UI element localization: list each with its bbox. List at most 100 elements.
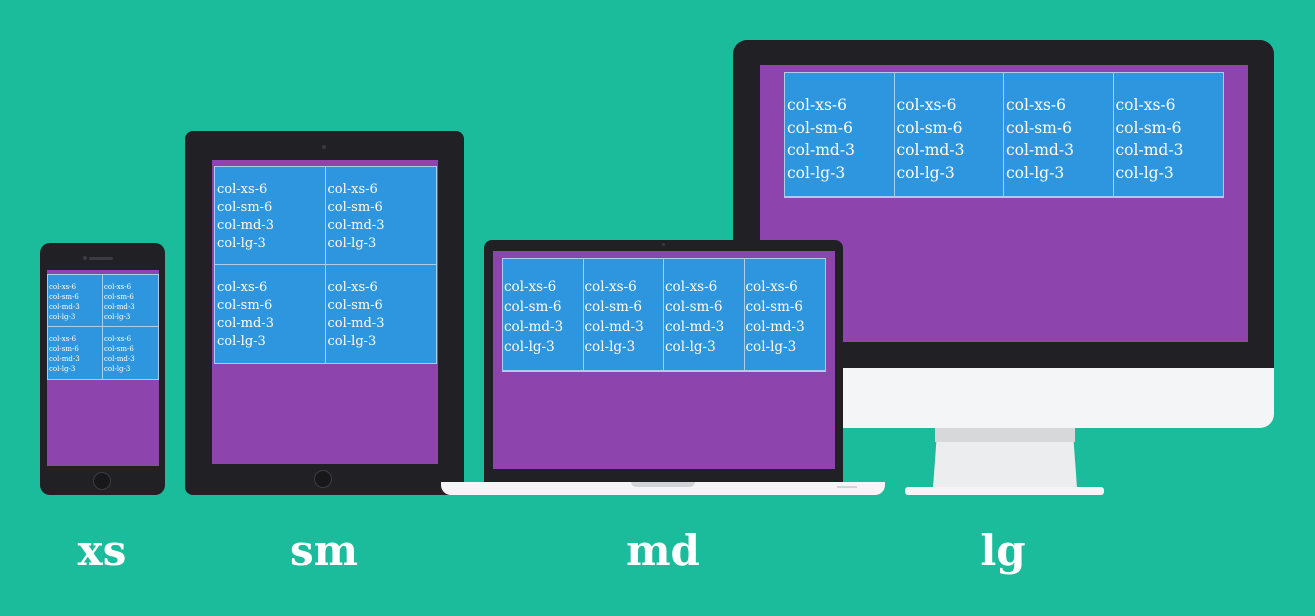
column-class-label: col-xs-6 [787,96,848,114]
column-class-label: col-lg-3 [1115,163,1174,182]
column-class-label: col-xs-6 [584,279,637,295]
grid-column: col-xs-6 col-sm-6 col-md-3 col-lg-3 [48,275,103,327]
grid-column: col-xs-6 col-sm-6 col-md-3 col-lg-3 [325,265,436,363]
column-class-label: col-md-3 [49,303,80,311]
column-class-label: col-sm-6 [327,298,383,313]
column-class-label: col-sm-6 [504,299,562,315]
column-class-label: col-xs-6 [49,283,77,291]
column-class-label: col-lg-3 [327,236,377,251]
column-class-label: col-md-3 [504,319,564,335]
breakpoint-label-sm: sm [289,526,359,575]
column-class-label: col-lg-3 [745,339,797,355]
column-class-label: col-lg-3 [665,339,716,355]
column-class-label: col-lg-3 [104,365,131,373]
column-class-label: col-xs-6 [327,182,378,197]
column-class-label: col-md-3 [787,141,855,159]
column-class-label: col-md-3 [1115,141,1184,159]
column-class-label: col-md-3 [217,316,274,331]
column-class-label: col-xs-6 [49,335,77,343]
column-class-label: col-sm-6 [665,299,723,315]
column-class-label: col-sm-6 [327,200,383,215]
column-class-label: col-lg-3 [504,339,555,355]
column-class-label: col-sm-6 [584,299,642,315]
column-class-label: col-sm-6 [896,118,963,137]
grid-column: col-xs-6 col-sm-6 col-md-3 col-lg-3 [215,167,326,265]
grid-column: col-xs-6 col-sm-6 col-md-3 col-lg-3 [785,73,895,197]
column-class-label: col-xs-6 [217,182,268,197]
grid-column: col-xs-6 col-sm-6 col-md-3 col-lg-3 [103,275,158,327]
column-class-label: col-sm-6 [745,299,803,315]
column-class-label: col-xs-6 [1115,96,1176,114]
column-class-label: col-lg-3 [327,334,377,349]
column-class-label: col-md-3 [104,355,135,363]
breakpoint-label-md: md [626,526,700,575]
grid-column: col-xs-6 col-sm-6 col-md-3 col-lg-3 [48,327,103,379]
laptop-base [441,482,885,495]
desktop-stand-base [905,487,1104,495]
column-class-label: col-xs-6 [104,283,132,291]
column-class-label: col-xs-6 [896,96,957,114]
column-class-label: col-md-3 [217,218,274,233]
column-class-label: col-sm-6 [217,200,273,215]
column-class-label: col-xs-6 [327,280,378,295]
phone-grid: col-xs-6 col-sm-6 col-md-3 col-lg-3 col-xs-… [47,274,159,380]
laptop-camera [662,243,665,246]
column-class-label: col-sm-6 [217,298,273,313]
desktop-grid: col-xs-6 col-sm-6 col-md-3 col-lg-3 col-xs-… [784,72,1224,198]
column-class-label: col-md-3 [745,319,805,335]
tablet-camera [322,145,326,149]
grid-column: col-xs-6 col-sm-6 col-md-3 col-lg-3 [744,259,825,371]
laptop-foot-mark [837,486,857,488]
column-class-label: col-md-3 [327,218,385,233]
column-class-label: col-xs-6 [217,280,268,295]
grid-column: col-xs-6 col-sm-6 col-md-3 col-lg-3 [1004,73,1114,197]
column-class-label: col-lg-3 [787,163,846,182]
column-class-label: col-sm-6 [1006,118,1072,137]
column-class-label: col-lg-3 [49,365,76,373]
column-class-label: col-lg-3 [1006,163,1065,182]
column-class-label: col-xs-6 [504,279,557,295]
tablet-home-button[interactable] [314,470,332,488]
desktop-stand-shadow [935,428,1075,442]
column-class-label: col-md-3 [665,319,725,335]
laptop-notch [631,482,695,487]
grid-column: col-xs-6 col-sm-6 col-md-3 col-lg-3 [325,167,436,265]
column-class-label: col-lg-3 [584,339,636,355]
column-class-label: col-md-3 [327,316,385,331]
column-class-label: col-xs-6 [1006,96,1067,114]
column-class-label: col-sm-6 [104,293,134,301]
grid-column: col-xs-6 col-sm-6 col-md-3 col-lg-3 [1113,73,1223,197]
tablet-screen: col-xs-6 col-sm-6 col-md-3 col-lg-3 col-xs-… [212,160,438,464]
grid-column: col-xs-6 col-sm-6 col-md-3 col-lg-3 [215,265,326,363]
column-class-label: col-sm-6 [787,118,853,137]
column-class-label: col-sm-6 [49,293,79,301]
laptop-screen: col-xs-6 col-sm-6 col-md-3 col-lg-3 col-xs-… [493,251,835,469]
column-class-label: col-xs-6 [104,335,132,343]
column-class-label: col-sm-6 [104,345,134,353]
phone-screen: col-xs-6 col-sm-6 col-md-3 col-lg-3 col-xs-… [47,270,159,466]
column-class-label: col-xs-6 [665,279,718,295]
column-class-label: col-lg-3 [104,313,131,321]
column-class-label: col-lg-3 [49,313,76,321]
column-class-label: col-md-3 [49,355,80,363]
column-class-label: col-md-3 [104,303,135,311]
grid-column: col-xs-6 col-sm-6 col-md-3 col-lg-3 [664,259,745,371]
column-class-label: col-xs-6 [745,279,798,295]
phone-speaker [89,257,113,260]
phone-home-button[interactable] [93,472,111,490]
column-class-label: col-sm-6 [49,345,79,353]
grid-column: col-xs-6 col-sm-6 col-md-3 col-lg-3 [894,73,1004,197]
column-class-label: col-lg-3 [896,163,955,182]
column-class-label: col-md-3 [1006,141,1074,159]
column-class-label: col-lg-3 [217,334,266,349]
tablet-grid: col-xs-6 col-sm-6 col-md-3 col-lg-3 col-xs-… [214,166,437,364]
breakpoint-label-xs: xs [77,526,127,575]
breakpoint-label-lg: lg [980,526,1026,575]
column-class-label: col-sm-6 [1115,118,1182,137]
desktop-screen: col-xs-6 col-sm-6 col-md-3 col-lg-3 col-xs-… [760,65,1248,342]
column-class-label: col-lg-3 [217,236,266,251]
laptop-grid: col-xs-6 col-sm-6 col-md-3 col-lg-3 col-xs-… [502,258,826,372]
phone-camera [83,256,87,260]
column-class-label: col-md-3 [896,141,965,159]
